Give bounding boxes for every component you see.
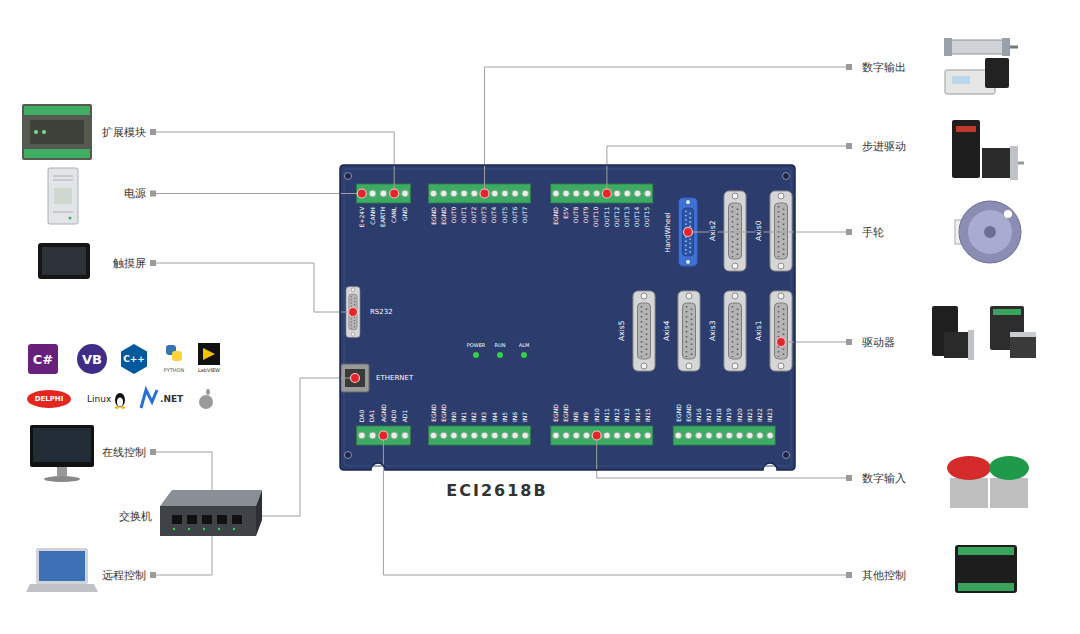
pin-label: OUT5: [502, 207, 508, 224]
pin-label: IN2: [471, 412, 477, 422]
pin-label: OUT11: [604, 207, 610, 227]
pin-label: AD0: [391, 409, 397, 422]
pin-label: OUT7: [522, 207, 528, 224]
language-logo: C++: [123, 355, 145, 364]
peripheral-label: 驱动器: [862, 337, 895, 348]
connector-label: Axis1: [755, 320, 763, 342]
pin-label: GND: [402, 207, 408, 221]
pin-label: EGND: [553, 404, 559, 422]
pin-label: IN13: [624, 408, 630, 422]
pin-label: EGND: [553, 207, 559, 225]
pin-label: IN16: [696, 408, 702, 422]
pin-label: IN1: [461, 412, 467, 422]
pin-label: IN15: [645, 408, 651, 422]
pin-label: EGND: [686, 404, 692, 422]
connector-label: Axis5: [618, 320, 626, 342]
language-logo: PYTHON: [164, 368, 184, 373]
pin-label: EARTH: [380, 207, 386, 227]
pin-label: OUT12: [614, 207, 620, 227]
led-label: ALM: [519, 343, 530, 348]
peripheral-label: 其他控制: [862, 570, 906, 581]
pin-label: AD1: [402, 409, 408, 422]
pin-label: IN3: [481, 412, 487, 422]
connector-label: Axis0: [755, 220, 763, 242]
pin-label: OUT10: [594, 207, 600, 227]
pin-label: OUT8: [573, 207, 579, 224]
pin-label: IN21: [747, 408, 753, 422]
connector-label: Axis2: [709, 220, 717, 242]
pin-label: IN9: [583, 412, 589, 422]
pin-label: IN7: [522, 412, 528, 422]
pin-label: OUT4: [492, 207, 498, 224]
pin-label: EGND: [441, 404, 447, 422]
pin-label: EGND: [441, 207, 447, 225]
pin-label: EGND: [675, 404, 681, 422]
pin-label: IN19: [726, 408, 732, 422]
pin-label: IN20: [737, 408, 743, 422]
peripheral-label: 手轮: [862, 227, 884, 238]
pin-label: IN17: [706, 408, 712, 422]
peripheral-label: 电源: [124, 188, 146, 199]
connector-label: Axis4: [663, 320, 671, 342]
language-logo: DELPHI: [35, 396, 64, 403]
pin-label: OUT6: [512, 207, 518, 224]
port-label: RS232: [370, 309, 393, 316]
peripheral-label: 数字输出: [862, 62, 906, 73]
board-edge: [340, 165, 795, 470]
pin-label: OUT14: [634, 207, 640, 227]
pin-label: CANH: [370, 207, 376, 224]
pin-label: IN8: [573, 412, 579, 422]
board-model-name: ECI2618B: [446, 483, 547, 499]
pin-label: IN6: [512, 412, 518, 422]
language-logo: VB: [82, 353, 102, 366]
pin-label: OUT13: [624, 207, 630, 227]
pin-label: E+24V: [359, 207, 365, 228]
pin-label: DA0: [359, 410, 365, 422]
pin-label: IN10: [594, 408, 600, 422]
pin-label: CANL: [391, 207, 397, 223]
peripheral-label: 步进驱动: [862, 141, 906, 152]
led-label: POWER: [467, 343, 486, 348]
connector-label: Axis3: [709, 320, 717, 342]
connector-label: HandWheel: [664, 211, 671, 253]
pin-label: OUT1: [461, 207, 467, 224]
pin-label: IN5: [502, 412, 508, 422]
language-logo: Linux: [87, 395, 111, 404]
pin-label: IN14: [635, 408, 641, 422]
port-label: ETHERNET: [376, 375, 413, 382]
language-logo: C#: [33, 353, 53, 366]
pin-label: IN11: [604, 408, 610, 422]
pin-label: OUT3: [481, 207, 487, 224]
peripheral-label: 在线控制: [102, 447, 146, 458]
pin-label: IN18: [716, 408, 722, 422]
pin-label: DA1: [370, 410, 376, 422]
pin-label: IN23: [767, 408, 773, 422]
pin-label: IN0: [451, 412, 457, 422]
pin-label: EGND: [431, 404, 437, 422]
peripheral-label: 触摸屏: [113, 258, 146, 269]
peripheral-label: 扩展模块: [102, 127, 146, 138]
pin-label: EGND: [431, 207, 437, 225]
language-logo: .NET: [160, 395, 183, 404]
pin-label: OUT15: [645, 207, 651, 227]
peripheral-label: 交换机: [119, 511, 152, 522]
language-logo: LabVIEW: [198, 368, 220, 373]
pin-label: AGND: [380, 404, 386, 422]
pin-label: OUT0: [451, 207, 457, 224]
pin-label: EGND: [563, 404, 569, 422]
pin-label: IN22: [757, 408, 763, 422]
pin-label: OUT9: [583, 207, 589, 224]
pin-label: E5V: [563, 207, 569, 219]
pin-label: IN12: [614, 408, 620, 422]
peripheral-label: 远程控制: [102, 570, 146, 581]
peripheral-label: 数字输入: [862, 473, 906, 484]
pin-label: IN4: [492, 412, 498, 422]
led-label: RUN: [495, 343, 506, 348]
pin-label: OUT2: [471, 207, 477, 224]
